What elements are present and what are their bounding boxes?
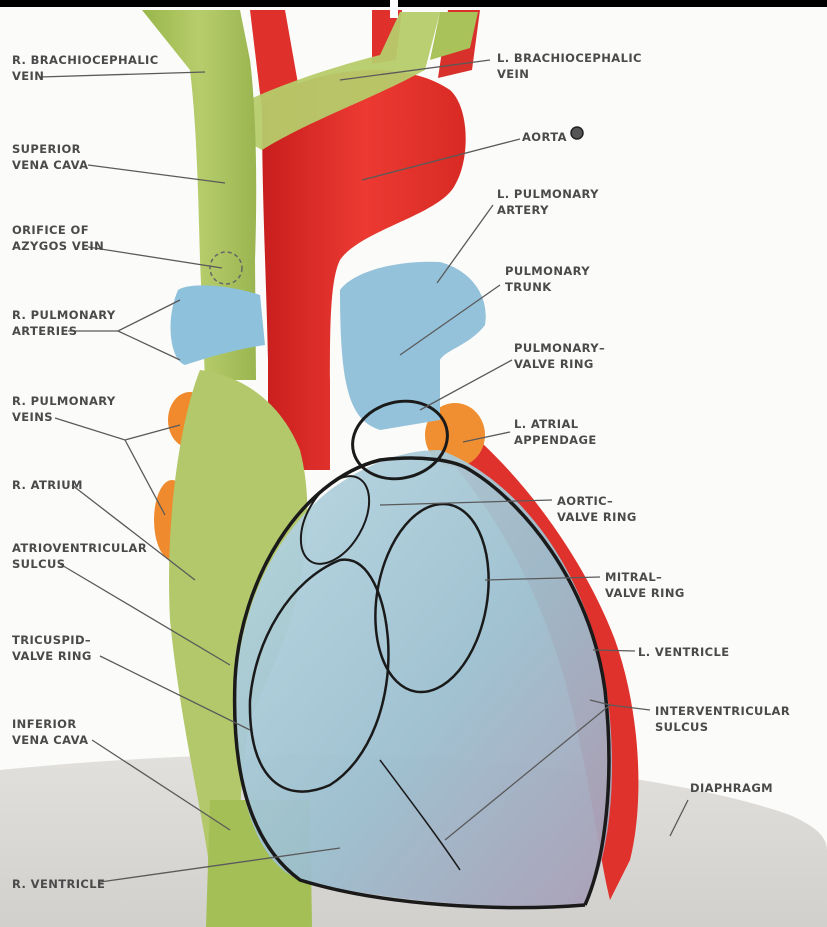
label-tricuspid-valve-ring: TRICUSPID–VALVE RING [12,632,92,664]
label-mitral-valve-ring: MITRAL–VALVE RING [605,569,685,601]
label-aortic-valve-ring: AORTIC–VALVE RING [557,493,637,525]
label-r-atrium: R. ATRIUM [12,477,83,493]
label-diaphragm: DIAPHRAGM [690,780,773,796]
top-border [0,0,827,7]
label-l-ventricle: L. VENTRICLE [638,644,729,660]
top-notch [390,0,398,18]
label-aorta: AORTA [522,129,567,145]
label-r-ventricle: R. VENTRICLE [12,876,105,892]
label-pulmonary-valve-ring: PULMONARY–VALVE RING [514,340,605,372]
dot-marker [571,127,583,139]
